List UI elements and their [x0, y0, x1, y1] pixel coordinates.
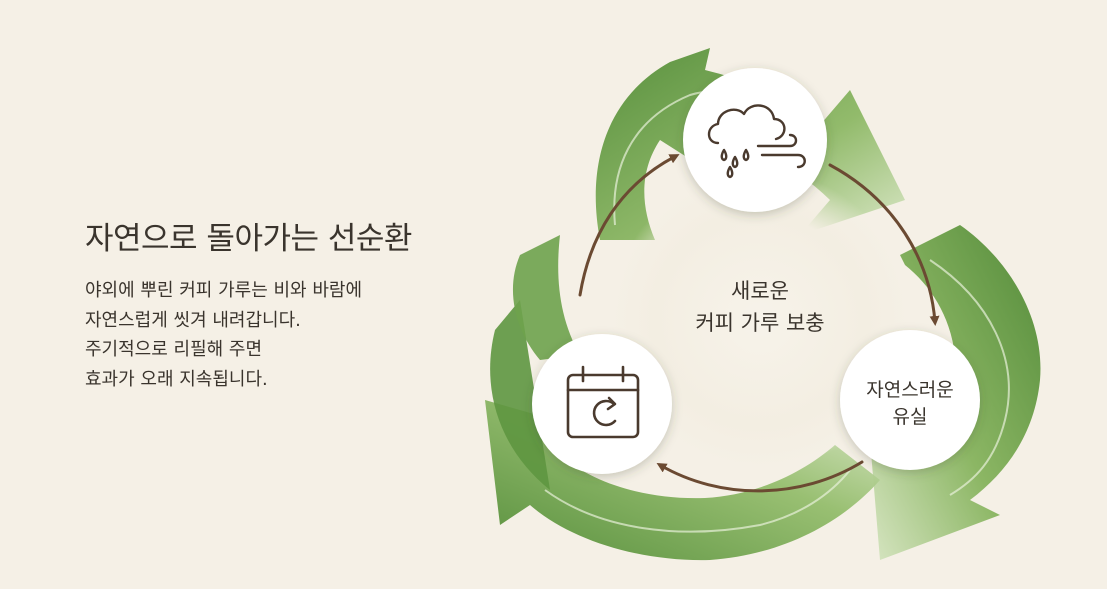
description-line: 자연스럽게 씻겨 내려갑니다. — [85, 309, 301, 331]
description: 야외에 뿌린 커피 가루는 비와 바람에 자연스럽게 씻겨 내려갑니다. 주기적… — [85, 276, 465, 394]
arrow-top-to-right — [828, 163, 940, 326]
section-title: 자연으로 돌아가는 선순환 — [85, 221, 412, 257]
description-line: 효과가 오래 지속됩니다. — [85, 368, 268, 390]
rain-wind-icon — [707, 104, 806, 179]
center-line2: 커피 가루 보충 — [695, 311, 824, 335]
arrow-left-to-top — [578, 154, 680, 297]
leaf-arrow-bottom-left — [485, 235, 880, 561]
right-node-line2: 유실 — [893, 406, 928, 428]
description-line: 주기적으로 리필해 주면 — [85, 339, 263, 360]
calendar-refresh-icon — [566, 365, 640, 439]
center-line1: 새로운 — [731, 279, 789, 303]
node-left — [532, 334, 672, 474]
node-top — [683, 68, 827, 212]
arrow-right-to-left — [656, 460, 864, 493]
right-node-line1: 자연스러운 — [866, 379, 953, 401]
node-right: 자연스러운 유실 — [840, 330, 980, 470]
description-line: 야외에 뿌린 커피 가루는 비와 바람에 — [85, 280, 363, 301]
cycle-arrows — [578, 154, 940, 493]
